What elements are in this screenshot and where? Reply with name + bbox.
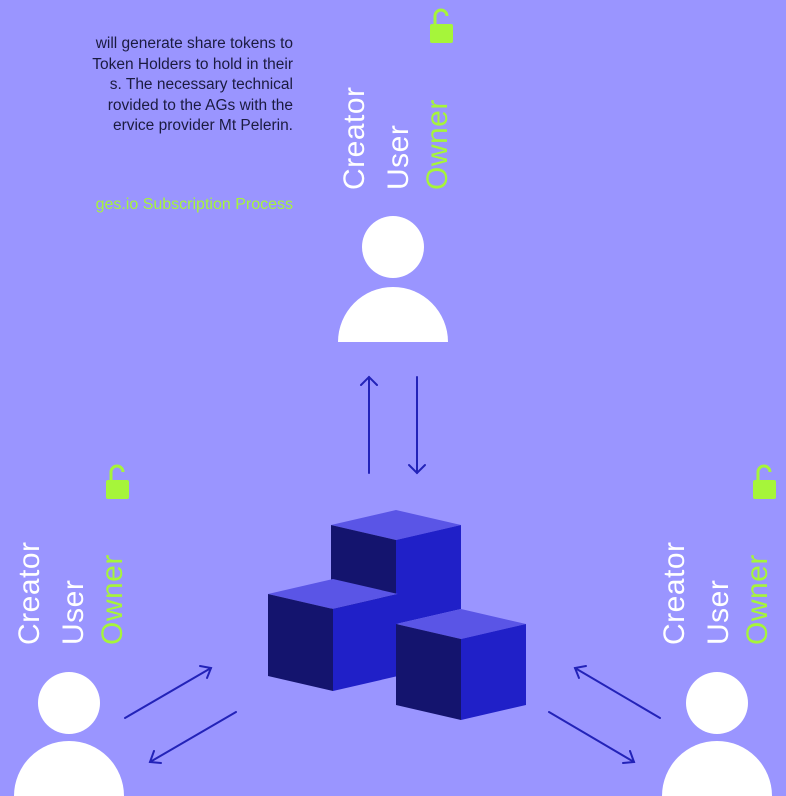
person-icon (338, 216, 448, 342)
lock-icon (753, 464, 776, 499)
arrow-icon (124, 375, 661, 764)
cube-icon (268, 510, 526, 720)
subscription-process-link[interactable]: ges.io Subscription Process (95, 196, 293, 213)
intro-line: Token Holders to hold in their (92, 55, 293, 73)
lock-icon (106, 464, 129, 499)
intro-paragraph: will generate share tokens to Token Hold… (0, 34, 293, 137)
intro-line: rovided to the AGs with the (107, 96, 293, 114)
intro-line: will generate share tokens to (95, 35, 293, 52)
intro-line: s. The necessary technical (109, 76, 293, 93)
intro-line: ervice provider Mt Pelerin. (112, 117, 293, 134)
lock-icon (430, 8, 453, 43)
person-icon (14, 672, 124, 796)
person-icon (662, 672, 772, 796)
